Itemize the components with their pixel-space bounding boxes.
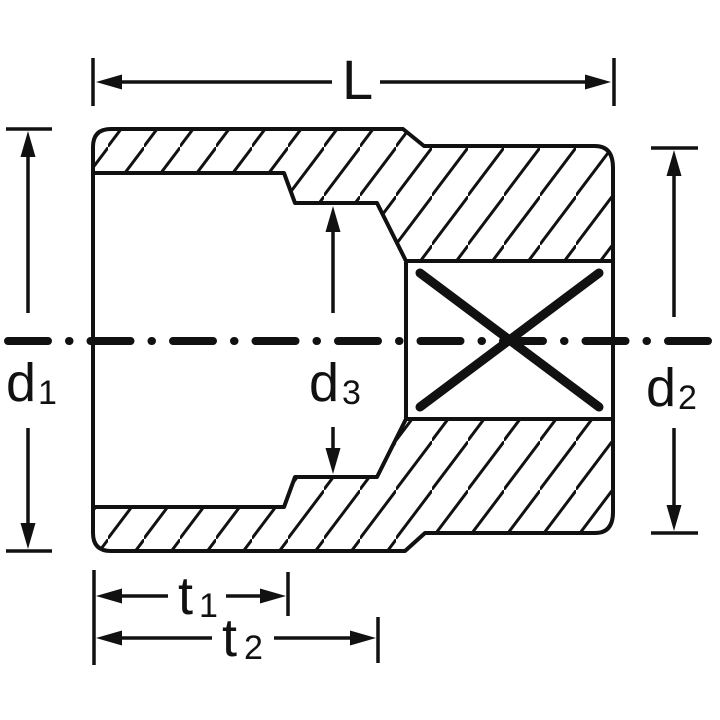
- arrowhead-down: [325, 448, 341, 474]
- arrowhead-right: [350, 630, 376, 646]
- arrowhead-right: [260, 588, 286, 604]
- arrowhead-up: [20, 131, 36, 157]
- label-d1: d1: [6, 353, 57, 413]
- lower-wall-section: [91, 417, 615, 553]
- dimension-d1: [6, 127, 52, 553]
- arrowhead-left: [96, 630, 122, 646]
- arrowhead-down: [20, 523, 36, 549]
- arrowhead-down: [666, 505, 682, 531]
- cross-stroke-2: [415, 268, 604, 412]
- arrowhead-up: [325, 206, 341, 232]
- label-d2: d2: [646, 358, 697, 418]
- dimension-t2: [96, 617, 380, 663]
- arrowhead-left: [96, 74, 122, 90]
- cross-mark: [415, 268, 604, 412]
- dimension-L: [91, 58, 616, 106]
- label-L: L: [342, 48, 373, 111]
- arrowhead-right: [585, 74, 611, 90]
- dimension-t1: [92, 570, 290, 665]
- upper-wall-section: [91, 127, 615, 263]
- label-d3: d3: [309, 353, 361, 413]
- dimension-d2: [651, 146, 698, 535]
- dimension-d3: [325, 206, 341, 474]
- arrowhead-up: [666, 150, 682, 176]
- arrowhead-left: [96, 588, 122, 604]
